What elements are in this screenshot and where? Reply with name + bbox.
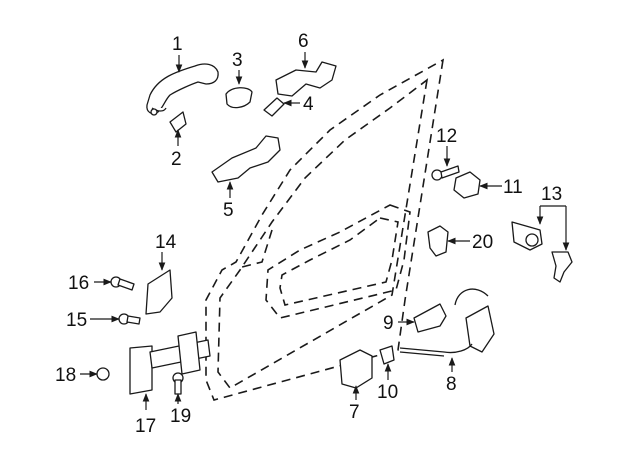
callout-8: 8: [446, 374, 457, 395]
door-check-part: [129, 331, 211, 395]
lock-cylinder-part: [511, 221, 573, 283]
handle-cap-part: [225, 87, 253, 109]
door-outline: [205, 58, 445, 401]
callout-3: 3: [232, 50, 243, 71]
actuator-part: [339, 349, 373, 389]
striker-part: [453, 171, 481, 199]
callout-20: 20: [472, 232, 493, 253]
callout-6: 6: [298, 31, 309, 52]
gasket-part: [263, 97, 285, 117]
callout-12: 12: [436, 126, 457, 147]
callout-10: 10: [377, 382, 398, 403]
screw-12-part: [431, 165, 460, 181]
callout-17: 17: [135, 416, 156, 437]
bolt-15-part: [118, 313, 141, 325]
callout-4: 4: [303, 94, 314, 115]
callout-19: 19: [170, 406, 191, 427]
callout-5: 5: [223, 200, 234, 221]
callout-15: 15: [66, 310, 87, 331]
bolt-16-part: [110, 276, 135, 291]
plate-part: [413, 303, 447, 333]
leader-lines: [80, 52, 570, 410]
callout-labels: 1 2 3 4 5 6 7 8 9 10 11 12 13 14 15 16 1…: [55, 31, 562, 437]
callout-14: 14: [155, 232, 177, 253]
callout-1: 1: [172, 34, 183, 55]
handle-frame-part: [211, 135, 281, 183]
callout-16: 16: [68, 273, 89, 294]
outside-handle-part: [146, 63, 219, 116]
callout-2: 2: [171, 149, 182, 170]
bracket-part: [275, 61, 337, 97]
bolt-18-part: [96, 367, 110, 381]
bolt-19-part: [172, 372, 184, 395]
callout-13: 13: [541, 184, 562, 205]
handle-pad-part: [169, 111, 187, 133]
clip-part: [379, 345, 395, 365]
lock-assembly-part: [399, 288, 495, 357]
bumper-part: [427, 225, 449, 257]
callout-7: 7: [349, 402, 360, 423]
callout-9: 9: [383, 313, 394, 334]
check-bracket-part: [145, 269, 173, 315]
callout-11: 11: [503, 177, 523, 198]
callout-18: 18: [55, 365, 76, 386]
